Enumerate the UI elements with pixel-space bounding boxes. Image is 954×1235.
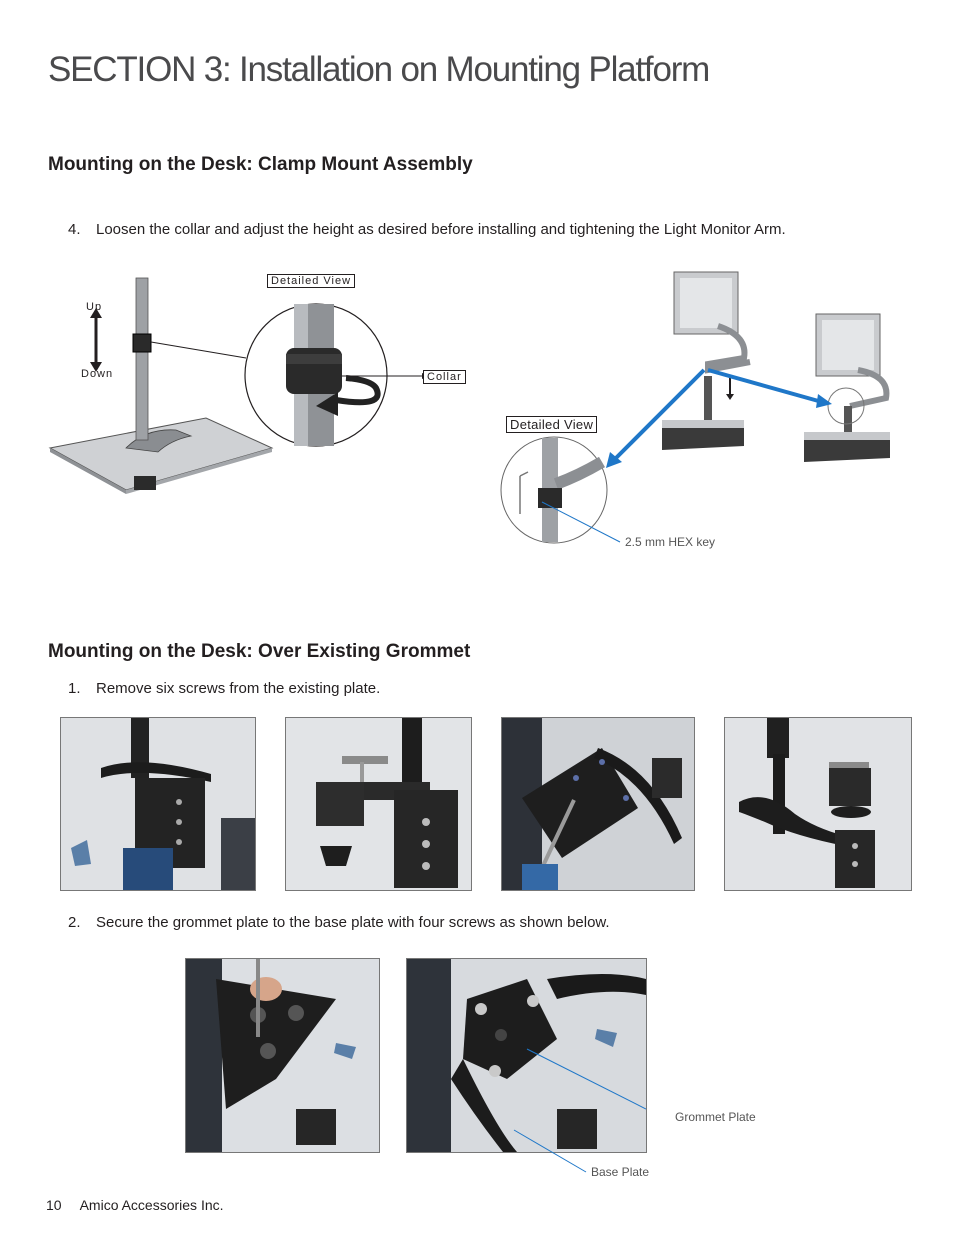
footer: 10 Amico Accessories Inc.	[46, 1197, 224, 1213]
photo-remove-screws-1	[60, 717, 256, 891]
step-text: Loosen the collar and adjust the height …	[96, 221, 786, 238]
photo-remove-screws-3	[501, 717, 695, 891]
step-text: Remove six screws from the existing plat…	[96, 680, 381, 697]
clamp-illustration: Detailed View Up Down Collar	[46, 268, 466, 498]
base-plate-leader	[500, 1124, 600, 1174]
page-number: 10	[46, 1197, 62, 1213]
step-text: Secure the grommet plate to the base pla…	[96, 914, 610, 931]
grommet-step-2: 2. Secure the grommet plate to the base p…	[68, 914, 610, 931]
down-label: Down	[81, 368, 114, 380]
company-name: Amico Accessories Inc.	[79, 1197, 224, 1213]
grommet-section-heading: Mounting on the Desk: Over Existing Grom…	[48, 641, 471, 662]
step-number: 4.	[68, 221, 81, 238]
photo-secure-grommet-1	[185, 958, 380, 1153]
step-number: 2.	[68, 914, 81, 931]
collar-label: Collar	[423, 370, 466, 384]
grommet-plate-label: Grommet Plate	[675, 1110, 756, 1124]
arm-mount-illustration: Detailed View 2.5 mm HEX key	[498, 266, 902, 558]
hex-key-label: 2.5 mm HEX key	[625, 535, 716, 549]
clamp-drawing	[48, 277, 429, 494]
base-plate-label: Base Plate	[591, 1165, 650, 1179]
photo-remove-screws-2	[285, 717, 472, 891]
photo-remove-screws-4	[724, 717, 912, 891]
detailed-view-label-right: Detailed View	[506, 416, 598, 433]
clamp-step-4: 4. Loosen the collar and adjust the heigh…	[68, 221, 786, 238]
step-number: 1.	[68, 680, 81, 697]
photo-secure-grommet-2	[406, 958, 647, 1153]
page-title: SECTION 3: Installation on Mounting Plat…	[48, 50, 710, 89]
up-label: Up	[86, 301, 103, 313]
clamp-section-heading: Mounting on the Desk: Clamp Mount Assemb…	[48, 154, 473, 175]
detailed-view-label: Detailed View	[267, 274, 356, 288]
grommet-step-1: 1. Remove six screws from the existing pl…	[68, 680, 380, 697]
arm-mount-drawing	[500, 271, 890, 544]
